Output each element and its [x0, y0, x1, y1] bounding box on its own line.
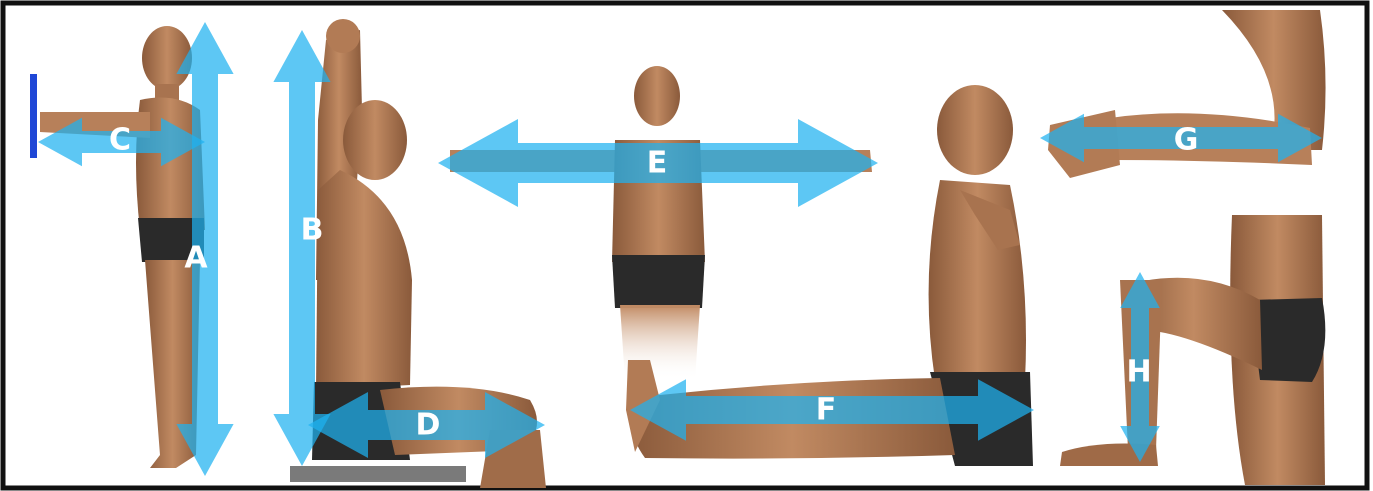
head	[142, 26, 192, 90]
measurement-label-e: E	[647, 146, 668, 181]
measurement-label-d: D	[416, 408, 441, 443]
measuring-rod	[30, 74, 37, 158]
trunks	[612, 255, 705, 308]
figure-standing-side	[30, 26, 205, 468]
head	[937, 85, 1013, 175]
head	[634, 66, 680, 126]
measurement-label-a: A	[184, 241, 208, 276]
measurement-label-g: G	[1174, 123, 1199, 158]
figure-knee-height	[1060, 215, 1325, 485]
raised-fist	[326, 19, 360, 53]
torso	[316, 170, 412, 390]
platform	[290, 466, 466, 482]
measurement-label-h: H	[1126, 355, 1151, 390]
measurement-label-c: C	[109, 123, 131, 158]
measurement-label-f: F	[816, 393, 837, 428]
measurement-label-b: B	[301, 213, 324, 248]
head	[343, 100, 407, 180]
figure-front-arms-spread	[450, 66, 872, 380]
